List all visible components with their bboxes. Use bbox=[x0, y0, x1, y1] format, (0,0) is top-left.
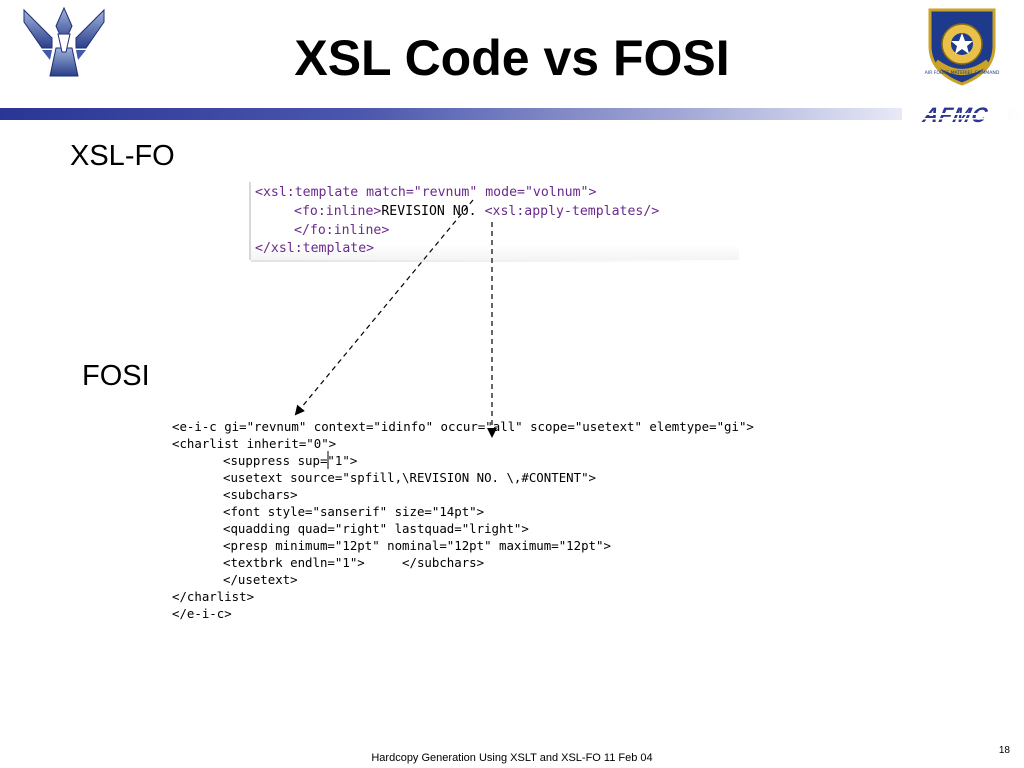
xsl-line-2-tag-open: <fo:inline> bbox=[294, 204, 382, 219]
xslfo-label: XSL-FO bbox=[70, 140, 175, 172]
xsl-line-3: </fo:inline> bbox=[294, 223, 390, 238]
fosi-line: </charlist> bbox=[172, 589, 255, 604]
fosi-line: </e-i-c> bbox=[172, 606, 232, 621]
slide-title: XSL Code vs FOSI bbox=[294, 30, 730, 86]
xsl-line-2-tag-apply: <xsl:apply-templates/> bbox=[484, 204, 660, 219]
fosi-line: <presp minimum="12pt" nominal="12pt" max… bbox=[223, 538, 611, 553]
fosi-line: <font style="sanserif" size="14pt"> bbox=[223, 504, 485, 519]
page-number: 18 bbox=[998, 745, 1010, 756]
xsl-code-box: <xsl:template match="revnum" mode="volnu… bbox=[249, 182, 739, 262]
xsl-line-2: <fo:inline>REVISION NO. <xsl:apply-templ… bbox=[294, 203, 659, 221]
fosi-label: FOSI bbox=[82, 360, 150, 392]
afmc-shield-text: AIR FORCE MATERIEL COMMAND bbox=[925, 70, 1000, 76]
fosi-line: <textbrk endln="1"> </subchars> bbox=[223, 555, 485, 570]
fosi-line: <e-i-c gi="revnum" context="idinfo" occu… bbox=[172, 419, 754, 434]
afmc-logo-icon: AFMC bbox=[902, 104, 1008, 126]
footer-text: Hardcopy Generation Using XSLT and XSL-F… bbox=[371, 752, 653, 764]
afmc-logo-text: AFMC bbox=[920, 104, 990, 126]
xsl-line-2-text: REVISION NO. bbox=[381, 204, 485, 219]
air-force-symbol-icon bbox=[23, 6, 105, 77]
fosi-line: <usetext source="spfill,\REVISION NO. \,… bbox=[223, 470, 596, 485]
afmc-shield-icon: AIR FORCE MATERIEL COMMAND bbox=[925, 8, 1000, 86]
fosi-line: </usetext> bbox=[223, 572, 298, 587]
fosi-line: <suppress sup="1"> bbox=[223, 453, 358, 468]
header-bar bbox=[0, 108, 1024, 120]
fosi-line: <quadding quad="right" lastquad="lright"… bbox=[223, 521, 529, 536]
xsl-line-1: <xsl:template match="revnum" mode="volnu… bbox=[255, 185, 597, 200]
fosi-line: <subchars> bbox=[223, 487, 298, 502]
fosi-line: <charlist inherit="0"> bbox=[172, 436, 337, 451]
xsl-line-4: </xsl:template> bbox=[255, 241, 375, 256]
